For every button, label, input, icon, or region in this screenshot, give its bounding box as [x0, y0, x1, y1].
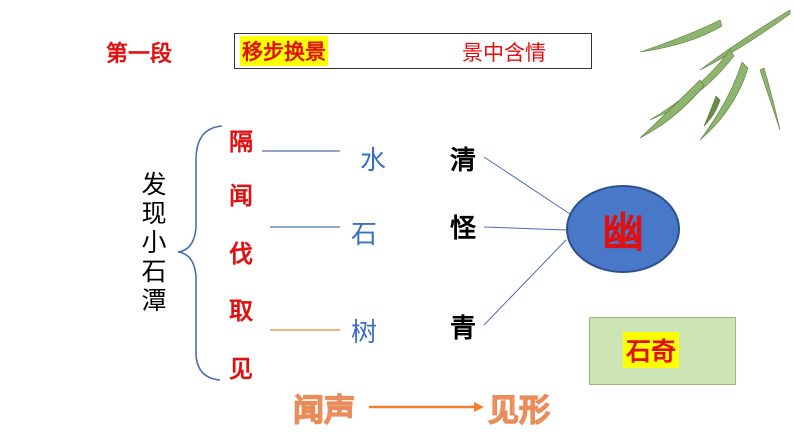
step-ge: 隔: [229, 128, 253, 156]
center-circle: 幽: [566, 185, 680, 273]
tag-emotion-in-scenery: 景中含情: [462, 41, 546, 65]
bamboo-leaves-decoration: [639, 9, 791, 141]
bottom-arrowhead: [474, 402, 484, 412]
vertical-char: 潭: [141, 286, 167, 315]
vertical-label: 发 现 小 石 潭: [137, 170, 171, 315]
quality-clear: 清: [449, 146, 476, 176]
step-wen: 闻: [229, 182, 253, 210]
vertical-char: 石: [141, 257, 167, 286]
vertical-char: 发: [141, 170, 167, 199]
step-qu: 取: [229, 297, 253, 325]
object-tree: 树: [350, 318, 377, 348]
bottom-see-shape: 见形: [487, 392, 550, 429]
section-label: 第一段: [106, 42, 173, 67]
vertical-char: 现: [141, 199, 167, 228]
object-stone: 石: [350, 220, 377, 250]
step-fa: 伐: [229, 240, 253, 268]
title-box: [234, 33, 592, 69]
line-qing2-you: [483, 239, 567, 326]
bottom-hear-sound: 闻声: [292, 392, 355, 429]
conclusion-label: 石奇: [623, 332, 680, 368]
quality-green: 青: [449, 314, 476, 344]
quality-strange: 怪: [449, 214, 476, 244]
object-water: 水: [359, 146, 386, 176]
left-brace: [177, 125, 223, 381]
center-label: 幽: [601, 207, 644, 257]
tag-moving-scenery: 移步换景: [240, 36, 328, 66]
line-qing-you: [483, 156, 571, 215]
step-jian: 见: [229, 355, 253, 383]
line-guai-you: [483, 226, 567, 231]
vertical-char: 小: [141, 228, 167, 257]
